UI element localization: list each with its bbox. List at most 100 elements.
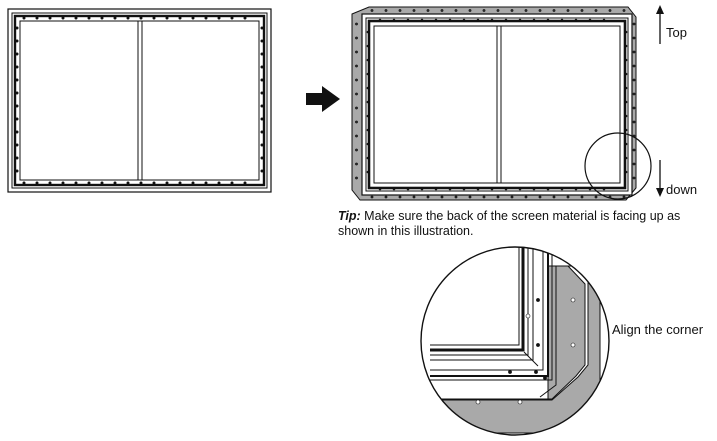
fastener-dot [260, 117, 264, 121]
fastener-dot [434, 18, 438, 22]
fastener-dot [204, 181, 208, 185]
grommet-dot [632, 64, 636, 68]
grommet-dot [580, 9, 584, 12]
fastener-dot [260, 78, 264, 82]
grommet-dot [398, 195, 402, 199]
fastener-dot [22, 16, 26, 20]
fastener-dot [139, 181, 143, 185]
fastener-dot [152, 16, 156, 20]
fastener-dot [152, 181, 156, 185]
fastener-dot [624, 128, 628, 132]
grommet-dot [622, 9, 626, 12]
fastener-dot [624, 72, 628, 76]
fastener-dot [588, 187, 592, 191]
fastener-dot [624, 170, 628, 174]
fastener-dot [624, 58, 628, 62]
fastener-dot [35, 181, 39, 185]
fastener-dot [406, 18, 410, 22]
tip-text: Tip: Make sure the back of the screen ma… [338, 209, 698, 239]
fastener-dot [574, 187, 578, 191]
grommet-dot [496, 9, 500, 12]
grommet-dot [398, 9, 402, 12]
grommet-dot [538, 195, 542, 199]
grommet-dot [496, 195, 500, 199]
grommet-dot [355, 92, 358, 96]
fastener-dot [260, 65, 264, 69]
fastener-dot [518, 18, 522, 22]
grommet-dot [580, 195, 584, 199]
fastener-dot [260, 91, 264, 95]
grommet-dot [570, 297, 576, 303]
grommet-dot [355, 78, 358, 82]
fastener-dot [366, 128, 370, 132]
fastener-dot [476, 187, 480, 191]
fastener-dot [624, 100, 628, 104]
grommet-dot [475, 399, 481, 405]
fastener-dot [74, 16, 78, 20]
grommet-dot [632, 36, 636, 40]
fastener-dot [392, 187, 396, 191]
grommet-dot [355, 148, 358, 152]
material-grommets [355, 9, 636, 199]
fastener-dot [15, 130, 19, 134]
fastener-dot [624, 142, 628, 146]
fastener-dot [490, 18, 494, 22]
fastener-dot [15, 104, 19, 108]
grommet-dot [632, 50, 636, 54]
fastener-dot [260, 130, 264, 134]
grommet-dot [370, 195, 374, 199]
fastener-dot [22, 181, 26, 185]
fastener-dot [178, 181, 182, 185]
fastener-dot [366, 156, 370, 160]
fastener-dot [546, 187, 550, 191]
grommet-dot [632, 78, 636, 82]
fastener-dot [165, 16, 169, 20]
fastener-dot [366, 86, 370, 90]
fastener-dot [217, 16, 221, 20]
grommet-dot [517, 399, 523, 405]
detail-fasteners [475, 297, 576, 405]
corner-callout-circle [584, 132, 652, 200]
grommet-dot [524, 195, 528, 199]
grommet-dot [570, 342, 576, 348]
fastener-dot [366, 58, 370, 62]
fastener-dot [536, 343, 540, 347]
fastener-dot [448, 187, 452, 191]
fastener-dot [260, 39, 264, 43]
fastener-dot [420, 187, 424, 191]
fastener-dot [560, 187, 564, 191]
fastener-dot [15, 26, 19, 30]
grommet-dot [384, 9, 388, 12]
grommet-dot [552, 9, 556, 12]
fastener-dot [504, 187, 508, 191]
fastener-dot [15, 39, 19, 43]
grommet-dot [370, 9, 374, 12]
fastener-dot [366, 142, 370, 146]
grommet-dot [412, 9, 416, 12]
grommet-dot [632, 176, 636, 180]
fastener-dot [74, 181, 78, 185]
grommet-dot [426, 195, 430, 199]
fastener-dot [15, 65, 19, 69]
grommet-dot [524, 9, 528, 12]
fastener-dot [462, 18, 466, 22]
fastener-dot [230, 16, 234, 20]
grommet-dot [538, 9, 542, 12]
fastener-dot [624, 86, 628, 90]
fastener-dot [113, 181, 117, 185]
grommet-dot [632, 162, 636, 166]
grommet-dot [632, 148, 636, 152]
fastener-dot [61, 16, 65, 20]
fastener-dot [366, 114, 370, 118]
fastener-dot [126, 181, 130, 185]
fastener-dot [243, 16, 247, 20]
fastener-dot [191, 16, 195, 20]
fastener-dot [434, 187, 438, 191]
fastener-dot [406, 187, 410, 191]
fastener-dot [15, 78, 19, 82]
grommet-dot [468, 195, 472, 199]
grommet-dot [355, 162, 358, 166]
grommet-dot [355, 50, 358, 54]
grommet-dot [426, 9, 430, 12]
